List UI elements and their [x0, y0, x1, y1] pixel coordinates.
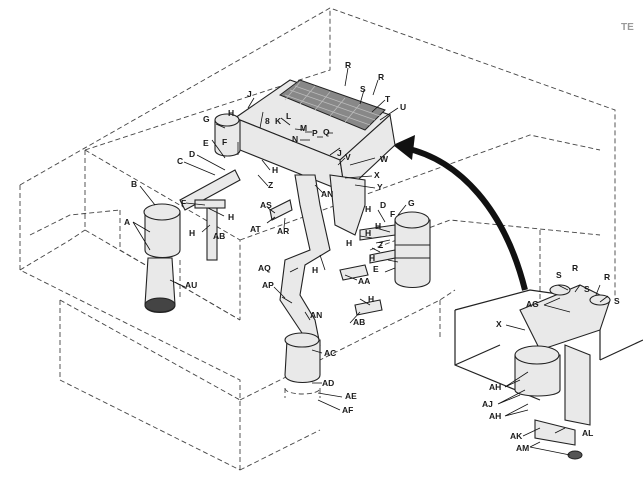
label-AA: AA [358, 276, 370, 286]
label-F-upper: F [222, 137, 227, 147]
leader-lines [132, 67, 609, 456]
label-U: U [400, 102, 406, 112]
label-H-top: H [228, 108, 234, 118]
label-n8: 8 [265, 116, 270, 126]
label-AF: AF [342, 405, 353, 415]
label-AB-right: AB [353, 317, 365, 327]
label-AU: AU [185, 280, 197, 290]
label-AS: AS [260, 200, 272, 210]
label-H-mid: H [228, 212, 234, 222]
label-F-left: F [181, 198, 186, 208]
callout-labels: A B C D E F F G H H H H J Z AB AT AS AR … [124, 60, 620, 453]
filter-canister-upper [214, 113, 241, 157]
label-AJ: AJ [482, 399, 493, 409]
inset-assembly [514, 284, 611, 460]
label-H-right-5: H [369, 253, 375, 263]
label-R-top: R [345, 60, 351, 70]
label-AB-left: AB [213, 231, 225, 241]
filter-canister-left [143, 169, 241, 314]
label-X-main: X [374, 170, 380, 180]
label-J-right: J [337, 148, 342, 158]
label-L: L [286, 111, 291, 121]
label-Q: Q [323, 127, 330, 137]
label-J-top: J [247, 89, 252, 99]
label-Z-left: Z [268, 180, 273, 190]
label-H-center: H [272, 165, 278, 175]
label-F-right: F [390, 209, 395, 219]
label-AG: AG [526, 299, 539, 309]
label-AT: AT [250, 224, 262, 234]
label-A: A [124, 217, 130, 227]
label-AQ: AQ [258, 263, 271, 273]
label-X-inset: X [496, 319, 502, 329]
label-Y: Y [377, 182, 383, 192]
label-AP: AP [262, 280, 274, 290]
label-H-right-3: H [365, 228, 371, 238]
label-AE: AE [345, 391, 357, 401]
label-AN-lower: AN [310, 310, 322, 320]
label-H-right-1: H [365, 204, 371, 214]
label-H-left: H [189, 228, 195, 238]
label-D-right: D [380, 200, 386, 210]
label-P: P [312, 128, 318, 138]
label-S-inset-2: S [584, 284, 590, 294]
label-G-upper: G [203, 114, 210, 124]
label-V: V [345, 152, 351, 162]
label-M: M [300, 123, 307, 133]
label-R-inset-2: R [604, 272, 610, 282]
label-E-upper: E [203, 138, 209, 148]
label-AL: AL [582, 428, 593, 438]
label-W: W [380, 154, 389, 164]
filter-canister-right [394, 211, 431, 289]
label-C: C [177, 156, 183, 166]
label-AN-upper: AN [321, 189, 333, 199]
label-AM: AM [516, 443, 529, 453]
label-R-inset-1: R [572, 263, 578, 273]
label-H-right-6: H [368, 294, 374, 304]
label-H-right-4: H [346, 238, 352, 248]
label-E-right: E [373, 264, 379, 274]
label-K: K [275, 116, 282, 126]
label-H-right-2: H [375, 221, 381, 231]
label-S-inset-3: S [614, 296, 620, 306]
label-Z-right: Z [378, 240, 383, 250]
label-B: B [131, 179, 137, 189]
label-S-top: S [360, 84, 366, 94]
detail-callout-arrow [393, 135, 528, 291]
corner-mark: TE [621, 22, 634, 33]
label-D: D [189, 149, 195, 159]
label-AD: AD [322, 378, 334, 388]
label-AR: AR [277, 226, 289, 236]
intake-duct [279, 174, 366, 398]
label-N: N [292, 134, 298, 144]
label-S-inset-1: S [556, 270, 562, 280]
label-R-right: R [378, 72, 384, 82]
label-AK: AK [510, 431, 523, 441]
label-H-pipe: H [312, 265, 318, 275]
air-cleaner-housing [233, 79, 396, 194]
label-AH-2: AH [489, 411, 501, 421]
label-T: T [385, 94, 391, 104]
label-G-right: G [408, 198, 415, 208]
label-AC: AC [324, 348, 336, 358]
label-AH-1: AH [489, 382, 501, 392]
